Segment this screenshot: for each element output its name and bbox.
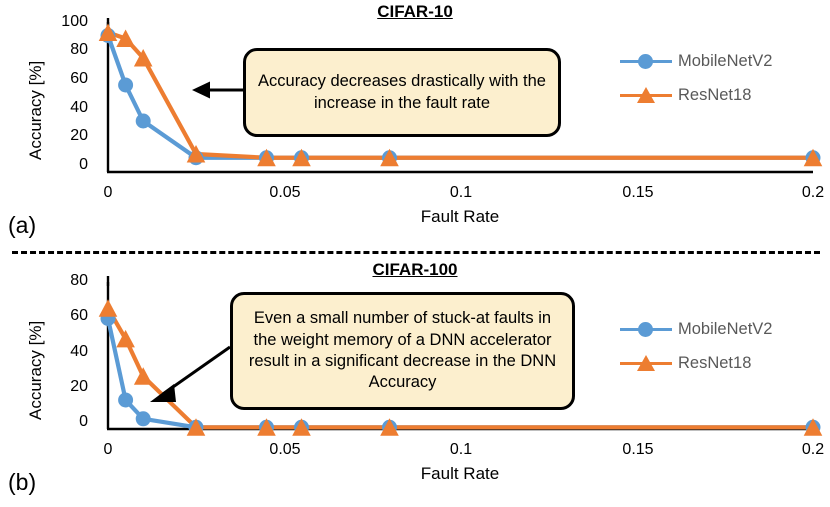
y-tick-a-40: 40 <box>70 99 88 116</box>
y-tick-a-0: 0 <box>79 156 88 173</box>
y-tick-b-40: 40 <box>70 343 88 360</box>
x-tick-a-015: 0.15 <box>622 184 654 201</box>
y-tick-a-80: 80 <box>70 41 88 58</box>
legend-label-mobilenetv2-a: MobileNetV2 <box>678 51 773 70</box>
x-tick-b-005: 0.05 <box>269 441 301 458</box>
legend-label-resnet18-b: ResNet18 <box>678 353 752 372</box>
legend-marker-triangle-icon <box>620 353 672 373</box>
x-tick-a-0: 0 <box>103 184 113 201</box>
x-tick-a-02: 0.2 <box>801 184 825 201</box>
legend-item-mobilenetv2-b[interactable]: MobileNetV2 <box>620 316 772 342</box>
legend-a: MobileNetV2 ResNet18 <box>620 48 772 108</box>
plot-area-b <box>98 276 823 436</box>
series-markers-resnet18-a <box>98 23 823 167</box>
legend-item-mobilenetv2-a[interactable]: MobileNetV2 <box>620 48 772 74</box>
y-tick-a-20: 20 <box>70 127 88 144</box>
x-tick-b-01: 0.1 <box>449 441 473 458</box>
legend-marker-triangle-icon <box>620 85 672 105</box>
panel-cifar10: CIFAR-10 Accuracy [%] 100 80 60 40 20 0 <box>0 0 830 253</box>
x-tick-a-01: 0.1 <box>449 184 473 201</box>
legend-marker-circle-icon <box>620 51 672 71</box>
callout-a: Accuracy decreases drastically with the … <box>243 48 561 137</box>
plot-area-a <box>98 18 823 174</box>
x-axis-title-a: Fault Rate <box>420 207 500 226</box>
legend-marker-circle-icon <box>620 319 672 339</box>
series-markers-resnet18-b <box>98 299 823 436</box>
annotation-arrow-a <box>192 81 243 99</box>
y-tick-b-60: 60 <box>70 307 88 324</box>
legend-label-resnet18-a: ResNet18 <box>678 85 752 104</box>
legend-item-resnet18-b[interactable]: ResNet18 <box>620 350 772 376</box>
panel-letter-a: (a) <box>8 212 37 238</box>
x-tick-b-015: 0.15 <box>622 441 654 458</box>
y-tick-b-80: 80 <box>70 272 88 289</box>
x-axis-title-b: Fault Rate <box>420 464 500 483</box>
legend-item-resnet18-a[interactable]: ResNet18 <box>620 82 772 108</box>
x-tick-b-02: 0.2 <box>801 441 825 458</box>
x-tick-a-005: 0.05 <box>269 184 301 201</box>
y-tick-b-20: 20 <box>70 378 88 395</box>
panel-title-b: CIFAR-100 <box>372 260 458 279</box>
legend-label-mobilenetv2-b: MobileNetV2 <box>678 319 773 338</box>
annotation-arrow-b <box>150 345 231 402</box>
panel-cifar100: CIFAR-100 Accuracy [%] 80 60 40 20 0 <box>0 254 830 507</box>
y-tick-a-100: 100 <box>61 13 88 30</box>
panel-letter-b: (b) <box>8 469 37 495</box>
panel-title-a: CIFAR-10 <box>377 2 453 21</box>
y-tick-a-60: 60 <box>70 70 88 87</box>
y-tick-b-0: 0 <box>79 413 88 430</box>
panel-divider <box>12 251 820 254</box>
x-tick-b-0: 0 <box>103 441 113 458</box>
legend-b: MobileNetV2 ResNet18 <box>620 316 772 376</box>
callout-b: Even a small number of stuck-at faults i… <box>230 292 575 410</box>
